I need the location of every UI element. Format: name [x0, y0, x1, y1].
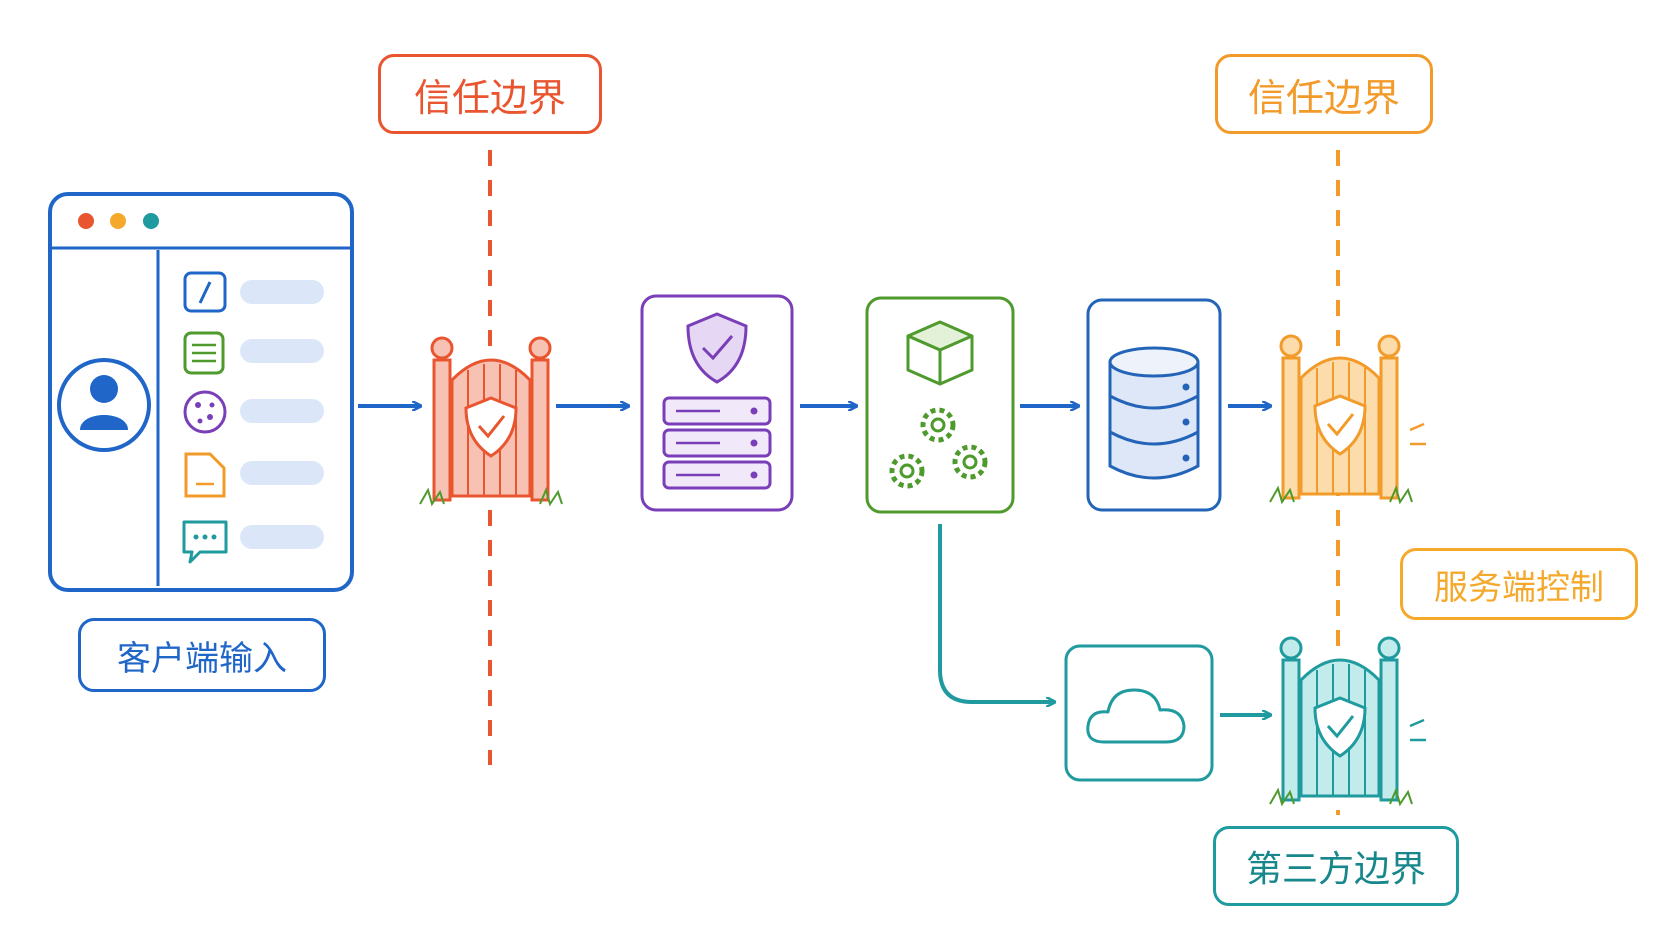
- document-icon: [184, 452, 324, 498]
- gate-shield-icon: [419, 336, 563, 507]
- database-icon: [1086, 298, 1222, 512]
- gate-shield-icon: [1269, 334, 1426, 505]
- third-party-boundary-label: 第三方边界: [1213, 826, 1459, 906]
- cloud-icon: [1064, 644, 1214, 782]
- form-icon: [183, 331, 324, 375]
- flow-arrows: [358, 406, 1270, 715]
- shield-server-icon: [640, 294, 794, 512]
- cube-gears-icon: [865, 296, 1015, 514]
- arrow-processing-to-cloud: [938, 524, 1054, 702]
- trust-boundary-label-left: 信任边界: [378, 54, 602, 134]
- user-avatar-icon: [57, 358, 151, 452]
- cookie-icon: [183, 390, 324, 434]
- file-icon: [183, 271, 324, 313]
- chat-icon: [182, 520, 324, 564]
- server-control-label: 服务端控制: [1400, 548, 1638, 620]
- trust-boundary-label-right: 信任边界: [1215, 54, 1433, 134]
- browser-window-icon: [48, 192, 354, 592]
- gate-shield-icon: [1269, 636, 1426, 807]
- client-input-label: 客户端输入: [78, 618, 326, 692]
